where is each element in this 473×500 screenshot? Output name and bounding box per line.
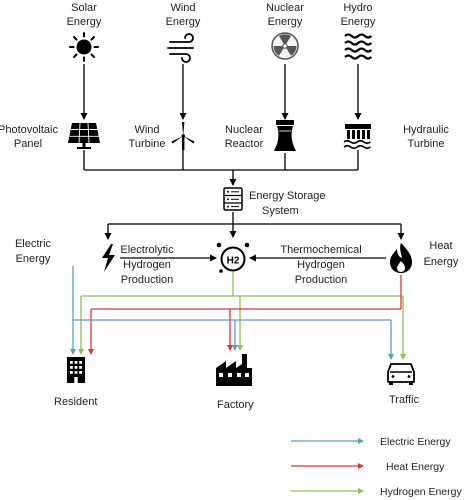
- svg-text:Energy: Energy: [341, 16, 376, 28]
- svg-text:Solar: Solar: [71, 2, 97, 14]
- svg-text:Hydrogen: Hydrogen: [297, 259, 345, 271]
- radiation-icon: [271, 32, 299, 60]
- electric-flow-lines: [70, 266, 394, 360]
- svg-text:Turbine: Turbine: [408, 138, 445, 150]
- svg-text:Electric: Electric: [15, 238, 52, 250]
- svg-text:Reactor: Reactor: [225, 138, 264, 150]
- solar-energy-label: Solar Energy: [67, 2, 102, 28]
- nuclear-reactor-label: Nuclear Reactor: [225, 124, 264, 150]
- electrolytic-hydrogen-production-label: Electrolytic Hydrogen Production: [120, 244, 174, 286]
- svg-text:Nuclear: Nuclear: [225, 124, 263, 136]
- legend-heat: Heat Energy: [291, 461, 445, 473]
- svg-text:Nuclear: Nuclear: [266, 2, 304, 14]
- lightning-icon: [102, 244, 115, 272]
- legend: Electric Energy Heat Energy Hydrogen Ene…: [291, 436, 462, 498]
- nuclear-energy-label: Nuclear Energy: [266, 2, 304, 28]
- svg-text:Thermochemical: Thermochemical: [280, 244, 361, 256]
- source-arrows: [80, 64, 362, 120]
- svg-text:Photovoltaic: Photovoltaic: [0, 124, 58, 136]
- svg-text:Electrolytic: Electrolytic: [120, 244, 174, 256]
- wind-turbine-label: Wind Turbine: [129, 124, 166, 150]
- wind-turbine-icon: [171, 122, 195, 150]
- svg-text:Energy Storage: Energy Storage: [249, 190, 325, 202]
- thermochemical-hydrogen-production-label: Thermochemical Hydrogen Production: [280, 244, 361, 286]
- svg-text:H2: H2: [227, 256, 240, 267]
- svg-text:Panel: Panel: [14, 138, 42, 150]
- svg-text:Hydraulic: Hydraulic: [403, 124, 449, 136]
- legend-electric: Electric Energy: [291, 436, 451, 448]
- resident-label: Resident: [54, 396, 97, 408]
- energy-storage-label: Energy Storage System: [249, 190, 325, 217]
- svg-text:Wind: Wind: [134, 124, 159, 136]
- building-icon: [67, 357, 85, 383]
- energy-storage-icon: [223, 187, 243, 211]
- sun-icon: [69, 32, 99, 62]
- electric-energy-label: Electric Energy: [15, 238, 52, 265]
- svg-text:Energy: Energy: [67, 16, 102, 28]
- svg-text:Hydrogen Energy: Hydrogen Energy: [380, 486, 462, 498]
- wind-icon: [167, 33, 194, 63]
- svg-text:Production: Production: [121, 274, 174, 286]
- svg-text:Wind: Wind: [170, 2, 195, 14]
- nuclear-reactor-icon: [274, 120, 296, 151]
- svg-text:Energy: Energy: [16, 253, 51, 265]
- water-waves-icon: [344, 33, 373, 60]
- traffic-label: Traffic: [389, 394, 419, 406]
- factory-label: Factory: [217, 399, 254, 411]
- collector-lines: [83, 150, 359, 186]
- flame-icon: [390, 243, 412, 273]
- svg-text:Turbine: Turbine: [129, 138, 166, 150]
- svg-text:Electric Energy: Electric Energy: [380, 436, 451, 448]
- hydraulic-turbine-icon: [343, 124, 371, 150]
- legend-hydrogen: Hydrogen Energy: [291, 486, 462, 498]
- distribution-lines: [104, 212, 405, 262]
- svg-text:Energy: Energy: [166, 16, 201, 28]
- heat-flow-lines: [88, 275, 402, 355]
- svg-text:Heat: Heat: [429, 240, 452, 252]
- factory-icon: [216, 354, 252, 386]
- hydrogen-flow-lines: [78, 272, 406, 360]
- svg-text:Heat Energy: Heat Energy: [386, 461, 445, 473]
- svg-text:Hydro: Hydro: [343, 2, 372, 14]
- svg-text:System: System: [262, 205, 299, 217]
- svg-text:Production: Production: [295, 274, 348, 286]
- svg-text:Hydrogen: Hydrogen: [123, 259, 171, 271]
- svg-text:Energy: Energy: [424, 256, 459, 268]
- wind-energy-label: Wind Energy: [166, 2, 201, 28]
- svg-text:Energy: Energy: [268, 16, 303, 28]
- solar-panel-icon: [68, 122, 100, 149]
- hydro-energy-label: Hydro Energy: [341, 2, 376, 28]
- heat-energy-label: Heat Energy: [424, 240, 459, 268]
- photovoltaic-panel-label: Photovoltaic Panel: [0, 124, 58, 150]
- hydraulic-turbine-label: Hydraulic Turbine: [403, 124, 449, 150]
- car-icon: [387, 363, 415, 385]
- hydrogen-molecule-icon: H2: [216, 242, 250, 273]
